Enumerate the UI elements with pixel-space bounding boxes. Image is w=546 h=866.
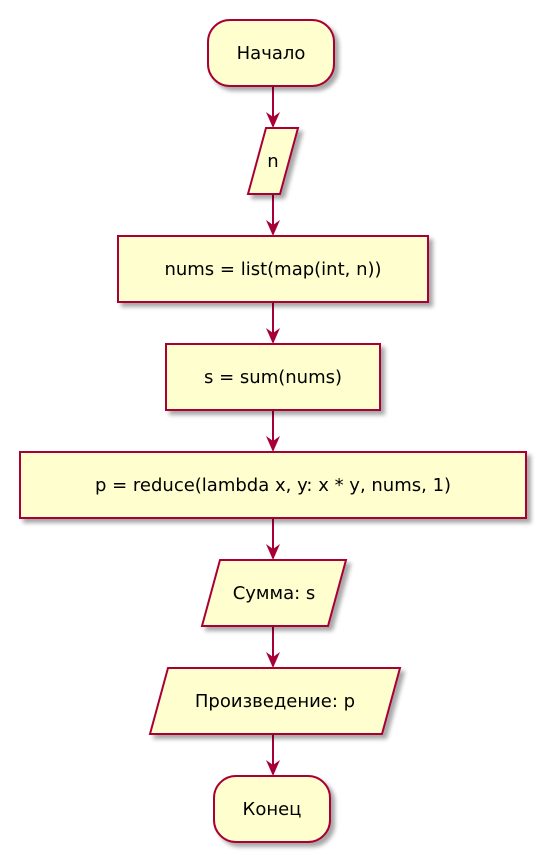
node-input-n: n <box>246 127 300 195</box>
edge-arrow <box>266 626 280 668</box>
edge-arrow <box>266 194 280 236</box>
node-start: Начало <box>207 19 335 87</box>
nodes-layer: Начало n nums = list(map(int, n)) s = sum(n… <box>19 19 527 843</box>
terminal-shape <box>207 19 335 87</box>
process-shape <box>165 343 381 411</box>
edge-arrow <box>266 734 280 776</box>
arrowhead <box>266 328 280 344</box>
arrowhead <box>266 220 280 236</box>
terminal-shape <box>213 775 331 843</box>
node-label: Начало <box>237 43 306 64</box>
node-label: Конец <box>243 799 302 820</box>
node-sum: s = sum(nums) <box>165 343 381 411</box>
node-label: nums = list(map(int, n)) <box>164 259 381 280</box>
process-shape <box>19 451 527 519</box>
node-output-product: Произведение: p <box>148 667 402 735</box>
node-end: Конец <box>213 775 331 843</box>
edge-arrow <box>266 410 280 452</box>
node-label: Произведение: p <box>195 691 355 712</box>
node-label: n <box>267 151 278 172</box>
node-output-sum: Сумма: s <box>200 559 348 627</box>
node-label: s = sum(nums) <box>204 367 342 388</box>
arrowhead <box>266 436 280 452</box>
io-shape <box>148 667 402 735</box>
node-label: p = reduce(lambda x, y: x * y, nums, 1) <box>95 475 451 496</box>
edge-arrow <box>266 518 280 560</box>
node-nums: nums = list(map(int, n)) <box>117 235 429 303</box>
io-shape <box>246 127 300 195</box>
arrowhead <box>266 112 280 128</box>
edge-arrow <box>266 86 280 128</box>
node-product: p = reduce(lambda x, y: x * y, nums, 1) <box>19 451 527 519</box>
edges-layer <box>266 86 280 776</box>
arrowhead <box>266 760 280 776</box>
process-shape <box>117 235 429 303</box>
edge-arrow <box>266 302 280 344</box>
arrowhead <box>266 544 280 560</box>
io-shape <box>200 559 348 627</box>
node-label: Сумма: s <box>233 583 316 604</box>
arrowhead <box>266 652 280 668</box>
